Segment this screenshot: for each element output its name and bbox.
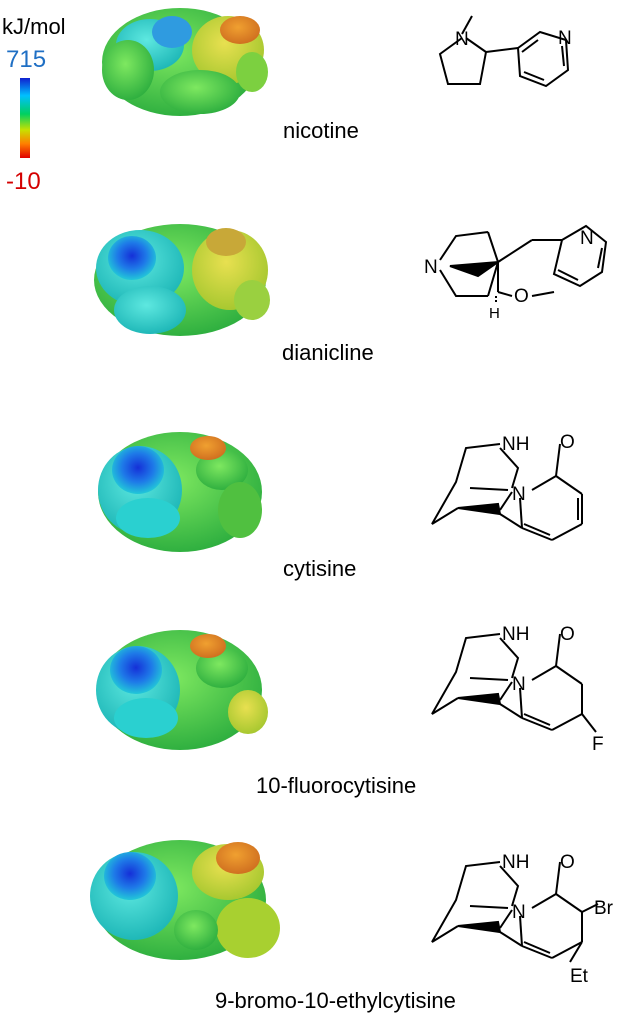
dianicline-n-pyridine: N bbox=[580, 228, 594, 249]
cytisine-n-amide: N bbox=[512, 484, 526, 505]
cytisine-structure bbox=[431, 443, 583, 541]
cytisine-potential-surface bbox=[98, 432, 262, 552]
color-scale-bar bbox=[20, 78, 30, 158]
cytisine-o: O bbox=[560, 432, 575, 453]
dianicline-n-bridge: N bbox=[424, 257, 438, 278]
fluorocytisine-f: F bbox=[592, 734, 604, 755]
molecule-name-bromoethylcytisine: 9-bromo-10-ethylcytisine bbox=[215, 988, 456, 1013]
bromoethylcytisine-o: O bbox=[560, 852, 575, 873]
fluorocytisine-potential-surface bbox=[96, 630, 268, 750]
fluorocytisine-nh: NH bbox=[502, 624, 529, 645]
molecule-name-nicotine: nicotine bbox=[283, 118, 359, 143]
molecule-name-dianicline: dianicline bbox=[282, 340, 374, 365]
scale-unit-label: kJ/mol bbox=[2, 14, 66, 39]
dianicline-o: O bbox=[514, 286, 529, 307]
cytisine-nh: NH bbox=[502, 434, 529, 455]
nicotine-n-pyrrolidine: N bbox=[455, 29, 469, 50]
fluorocytisine-structure bbox=[431, 633, 597, 733]
scale-max-label: 715 bbox=[6, 46, 47, 73]
bromoethylcytisine-br: Br bbox=[594, 898, 614, 919]
molecule-name-cytisine: cytisine bbox=[283, 556, 357, 581]
fluorocytisine-o: O bbox=[560, 624, 575, 645]
nicotine-n-pyridine: N bbox=[558, 28, 572, 49]
dianicline-h: H bbox=[489, 305, 500, 322]
nicotine-potential-surface bbox=[102, 8, 268, 116]
bromoethylcytisine-n-amide: N bbox=[512, 902, 526, 923]
dianicline-potential-surface bbox=[94, 224, 270, 336]
bromoethylcytisine-nh: NH bbox=[502, 852, 529, 873]
molecule-name-fluorocytisine: 10-fluorocytisine bbox=[256, 773, 417, 798]
fluorocytisine-n-amide: N bbox=[512, 674, 526, 695]
bromoethylcytisine-structure bbox=[431, 861, 599, 963]
nicotine-structure bbox=[438, 15, 570, 88]
bromoethylcytisine-et: Et bbox=[570, 966, 589, 987]
bromoethylcytisine-potential-surface bbox=[90, 840, 280, 960]
dianicline-structure bbox=[439, 224, 608, 304]
scale-min-label: -10 bbox=[6, 168, 41, 195]
